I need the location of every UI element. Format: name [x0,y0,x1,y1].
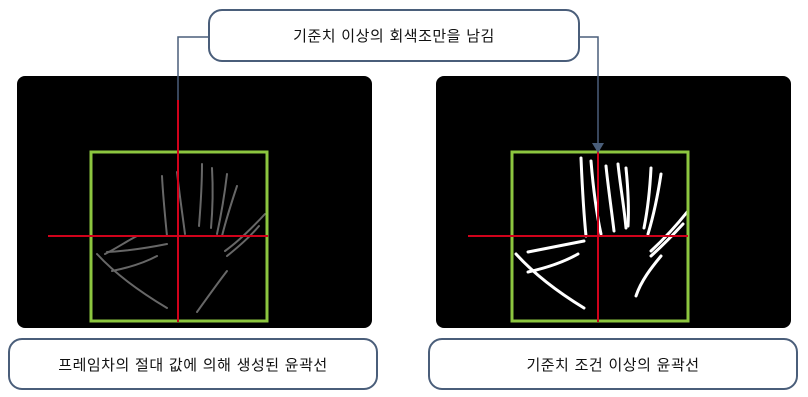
connector-right [580,37,598,148]
right-caption-text: 기준치 조건 이상의 윤곽선 [526,354,699,375]
threshold-callout: 기준치 이상의 회색조만을 남김 [208,9,580,62]
left-caption-text: 프레임차의 절대 값에 의해 생성된 윤곽선 [58,354,327,375]
right-caption-box: 기준치 조건 이상의 윤곽선 [428,338,798,390]
threshold-callout-text: 기준치 이상의 회색조만을 남김 [293,25,495,46]
left-caption-box: 프레임차의 절대 값에 의해 생성된 윤곽선 [8,338,378,390]
connector-left [178,37,208,100]
